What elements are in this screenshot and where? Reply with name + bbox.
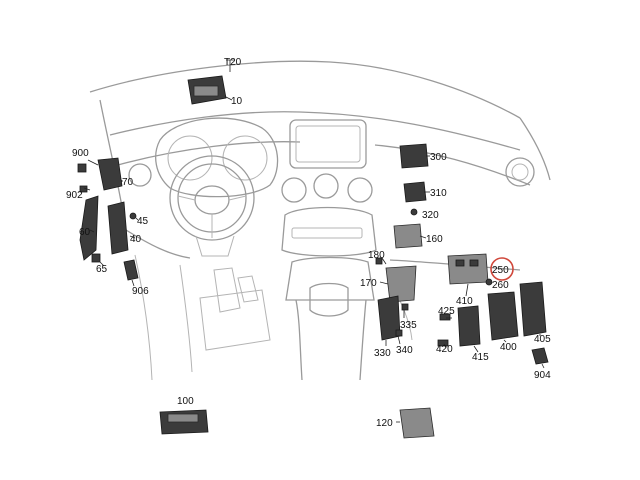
vent-left (128, 163, 152, 187)
vent-right (505, 157, 535, 187)
label-904: 904 (534, 370, 551, 381)
label-300: 300 (430, 152, 447, 163)
label-330: 330 (374, 348, 391, 359)
part-fuse-box-405 (519, 281, 547, 337)
label-180: 180 (368, 250, 385, 261)
part-relay-410b (469, 259, 479, 267)
part-overhead-control-face (193, 85, 219, 97)
part-relay-900 (77, 163, 87, 173)
gear-selector-pad (309, 282, 349, 317)
part-clip-180 (375, 257, 383, 265)
label-340: 340 (396, 345, 413, 356)
part-relay-420 (437, 339, 449, 347)
part-fuse-box-400 (487, 291, 519, 341)
a-pillar-right (519, 117, 551, 181)
part-module-160 (393, 223, 423, 249)
part-module-310 (403, 181, 427, 203)
floor-mat-area (199, 289, 271, 351)
pedal-brake (213, 267, 241, 313)
part-control-unit-120 (399, 407, 435, 439)
part-module-70 (97, 157, 123, 191)
label-410: 410 (456, 296, 473, 307)
left-panel-line (179, 264, 193, 373)
label-170: 170 (360, 278, 377, 289)
part-clip-340 (395, 329, 403, 337)
label-335: 335 (400, 320, 417, 331)
part-relay-425 (439, 313, 451, 321)
dashboard-lower-left (125, 229, 191, 259)
vent-right-inner (511, 163, 529, 181)
dashboard-top-edge (109, 111, 521, 151)
windshield-top-line (89, 60, 521, 119)
label-65: 65 (96, 264, 108, 275)
label-906: 906 (132, 286, 149, 297)
steering-spokes (177, 195, 247, 238)
label-250: 250 (492, 265, 509, 276)
console-front (285, 256, 375, 301)
label-10: 10 (231, 96, 243, 107)
part-control-unit-100-face (167, 413, 199, 423)
part-sensor-906 (123, 259, 139, 281)
part-clip-65 (91, 253, 101, 263)
label-40: 40 (130, 234, 142, 245)
cluster-hood (155, 117, 279, 198)
part-fuse-carrier-415 (457, 305, 481, 347)
label-70: 70 (122, 177, 134, 188)
central-display-frame (289, 119, 367, 169)
vent-center-1 (281, 177, 307, 203)
part-module-170 (385, 265, 417, 303)
part-fuse-box-410 (447, 253, 489, 285)
vent-center-2 (313, 173, 339, 199)
part-module-40 (107, 201, 129, 255)
label-400: 400 (500, 342, 517, 353)
label-902: 902 (66, 190, 83, 201)
part-relay-410a (455, 259, 465, 267)
part-bracket-60 (79, 195, 99, 261)
steering-wheel-rim (169, 155, 255, 241)
part-screw-45 (129, 212, 137, 220)
dashboard-upper-right (374, 144, 531, 186)
part-connector-904 (531, 347, 549, 365)
label-415: 415 (472, 352, 489, 363)
label-160: 160 (426, 234, 443, 245)
pedal-accelerator (237, 275, 259, 303)
label-100: 100 (177, 396, 194, 407)
label-120: 120 (376, 418, 393, 429)
leader-lines (83, 96, 545, 423)
vent-center-3 (347, 177, 373, 203)
label-405: 405 (534, 334, 551, 345)
label-260: 260 (492, 280, 509, 291)
label-310: 310 (430, 188, 447, 199)
highlight-circle (490, 257, 514, 281)
interior-outline (89, 60, 551, 381)
part-plug-260 (485, 278, 493, 286)
left-footwell-line (134, 254, 153, 381)
label-425: 425 (438, 306, 455, 317)
part-screw-320 (410, 208, 418, 216)
label-900: 900 (72, 148, 89, 159)
label-45: 45 (137, 216, 149, 227)
dashboard-upper-left (117, 141, 301, 166)
gauge-left (167, 135, 213, 181)
label-420: 420 (436, 344, 453, 355)
console-sides (295, 299, 367, 381)
center-stack (281, 206, 377, 257)
part-torx-screw (226, 59, 234, 72)
climate-control-strip (291, 227, 363, 239)
parts (77, 59, 549, 439)
part-clip-335 (401, 303, 409, 311)
label-t20: T20 (224, 57, 242, 68)
label-60: 60 (79, 227, 91, 238)
steering-column (195, 235, 235, 257)
part-labels: T20 10 900 70 902 45 40 60 65 906 300 31… (66, 57, 551, 429)
part-module-300 (399, 143, 429, 169)
label-320: 320 (422, 210, 439, 221)
steering-hub (194, 185, 230, 215)
central-display-screen (295, 125, 361, 163)
